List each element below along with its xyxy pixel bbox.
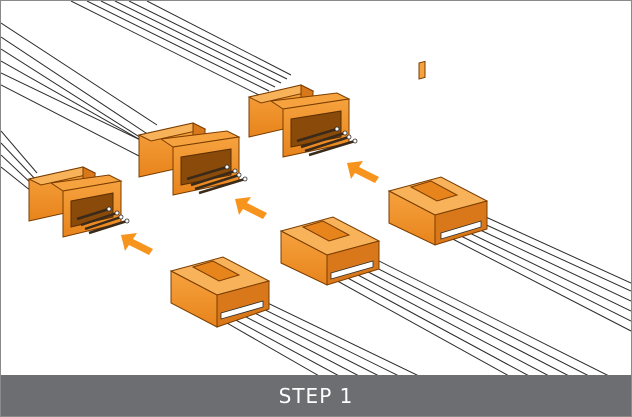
insert-arrow-left <box>121 233 153 255</box>
female-connector-left <box>169 256 271 328</box>
cable-bundle-top-left <box>1 1 292 192</box>
female-connector-middle <box>279 216 381 286</box>
cable-bundle-bottom-right <box>212 212 631 377</box>
female-connector-right <box>387 60 489 246</box>
male-connector-right <box>247 84 358 158</box>
step-label: STEP 1 <box>278 383 354 408</box>
step-caption-bar: STEP 1 <box>1 375 631 416</box>
male-connector-left <box>27 166 130 238</box>
insert-arrow-middle <box>235 197 267 219</box>
connector-illustration <box>1 1 631 377</box>
male-connector-middle <box>137 122 248 196</box>
insert-arrow-right <box>347 161 379 183</box>
